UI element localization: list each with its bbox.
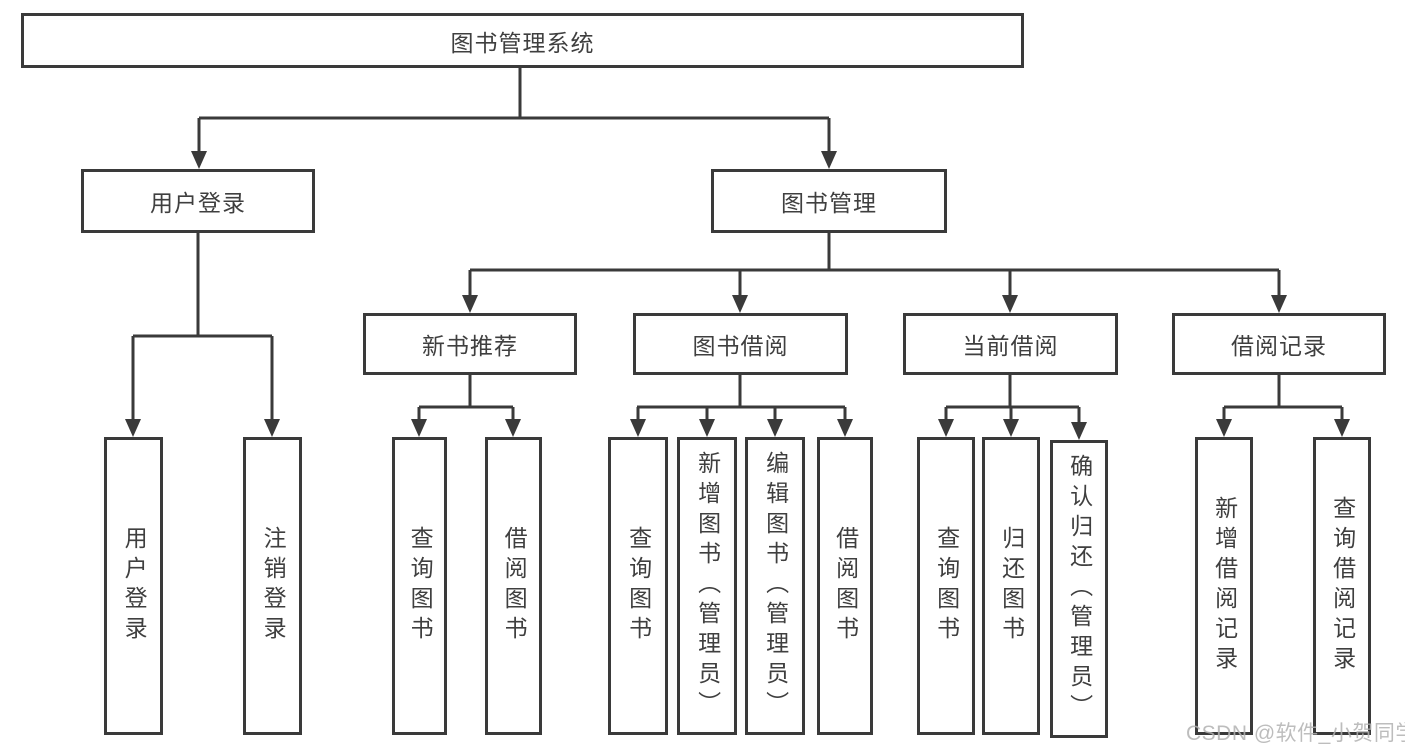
node-root-label: 图书管理系统 <box>450 29 595 56</box>
leaf-return-books: 归还图书 <box>982 437 1040 735</box>
leaf-logout-label: 注销登录 <box>260 526 287 646</box>
leaf-borrow-books-recommend-label: 借阅图书 <box>501 526 528 646</box>
leaf-query-borrow-record-label: 查询借阅记录 <box>1329 496 1356 676</box>
csdn-watermark: CSDN @软件_小贺同学 <box>1186 722 1405 745</box>
node-user-login-label: 用户登录 <box>150 190 246 216</box>
leaf-borrow-books-borrowing-label: 借阅图书 <box>832 526 859 646</box>
leaf-user-login: 用户登录 <box>104 437 163 735</box>
node-current-borrowing: 当前借阅 <box>903 313 1118 375</box>
node-user-login: 用户登录 <box>81 169 315 233</box>
node-current-borrowing-label: 当前借阅 <box>962 333 1059 359</box>
leaf-query-books-current-label: 查询图书 <box>933 526 960 646</box>
leaf-query-books-current: 查询图书 <box>917 437 975 735</box>
node-book-management: 图书管理 <box>711 169 947 233</box>
leaf-query-books-recommend-label: 查询图书 <box>407 526 434 646</box>
leaf-confirm-return-admin-label: 确认归还（管理员） <box>1066 454 1093 724</box>
leaf-confirm-return-admin: 确认归还（管理员） <box>1050 440 1108 738</box>
leaf-user-login-label: 用户登录 <box>121 526 148 646</box>
node-book-management-label: 图书管理 <box>781 190 877 216</box>
leaf-edit-books-admin: 编辑图书（管理员） <box>745 437 805 735</box>
leaf-edit-books-admin-label: 编辑图书（管理员） <box>762 451 789 721</box>
leaf-logout: 注销登录 <box>243 437 302 735</box>
connector-path <box>131 68 1344 426</box>
node-new-book-recommend: 新书推荐 <box>363 313 577 375</box>
leaf-add-books-admin: 新增图书（管理员） <box>677 437 737 735</box>
node-book-borrowing-label: 图书借阅 <box>692 333 789 359</box>
leaf-borrow-books-recommend: 借阅图书 <box>485 437 542 735</box>
node-book-borrowing: 图书借阅 <box>633 313 848 375</box>
leaf-query-books-borrowing: 查询图书 <box>608 437 668 735</box>
leaf-return-books-label: 归还图书 <box>998 526 1025 646</box>
leaf-add-books-admin-label: 新增图书（管理员） <box>694 451 721 721</box>
node-root: 图书管理系统 <box>21 13 1024 68</box>
leaf-query-books-recommend: 查询图书 <box>392 437 447 735</box>
leaf-add-borrow-record-label: 新增借阅记录 <box>1211 496 1238 676</box>
leaf-query-books-borrowing-label: 查询图书 <box>625 526 652 646</box>
leaf-query-borrow-record: 查询借阅记录 <box>1313 437 1371 735</box>
node-new-book-recommend-label: 新书推荐 <box>422 333 518 359</box>
leaf-borrow-books-borrowing: 借阅图书 <box>817 437 873 735</box>
arrowheads <box>125 151 1350 440</box>
leaf-add-borrow-record: 新增借阅记录 <box>1195 437 1253 735</box>
node-borrow-records-label: 借阅记录 <box>1231 333 1327 359</box>
node-borrow-records: 借阅记录 <box>1172 313 1386 375</box>
